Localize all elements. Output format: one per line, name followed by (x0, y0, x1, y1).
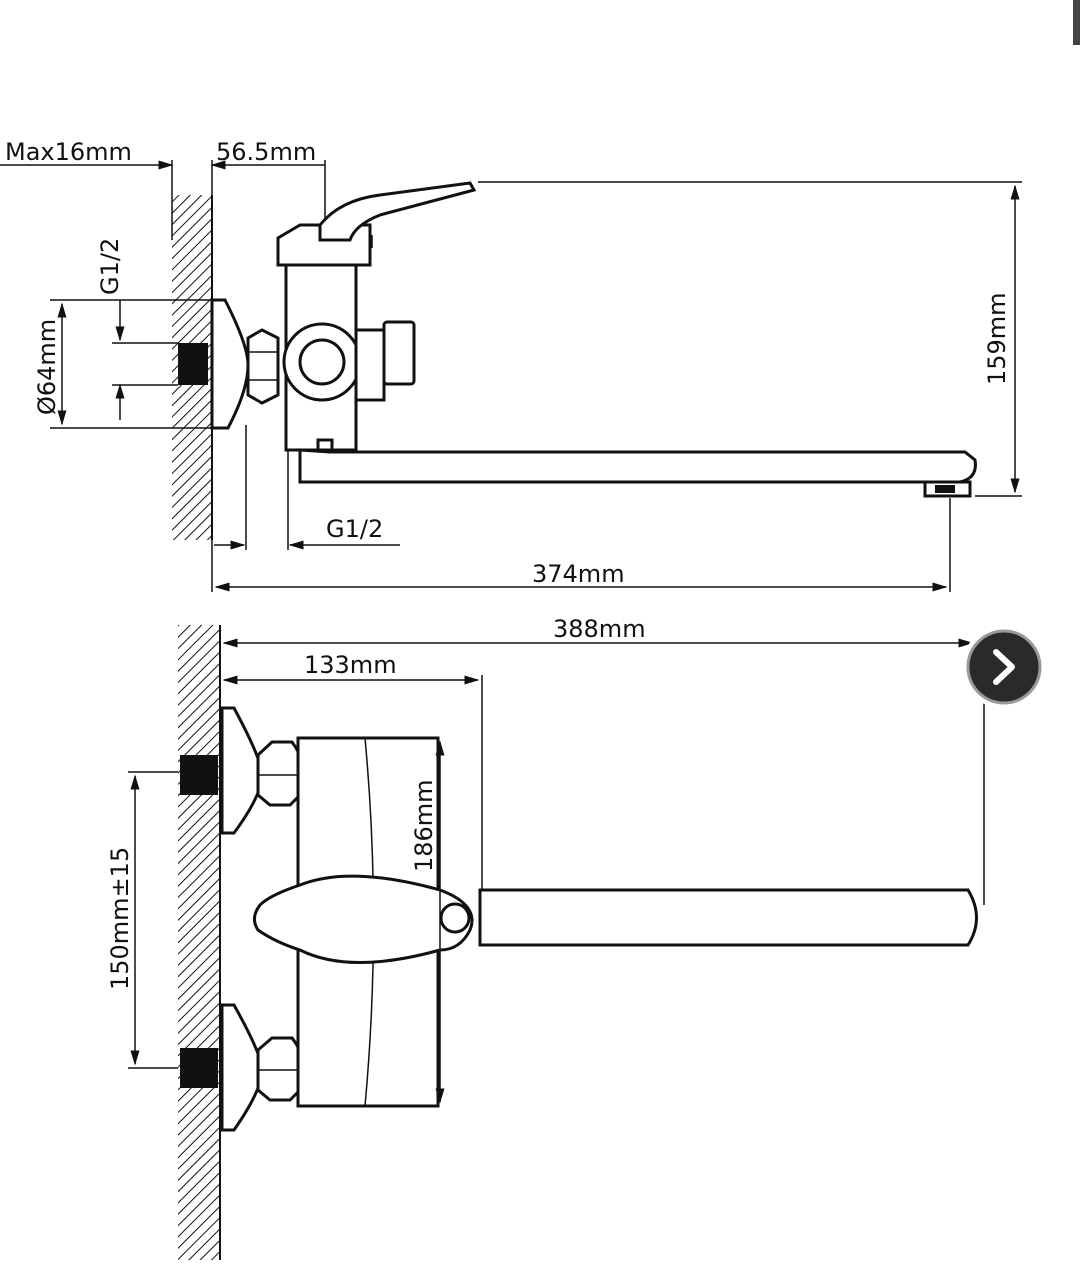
diverter-base (354, 328, 386, 402)
offset-label: 56.5mm (216, 138, 316, 166)
diverter-knob (382, 320, 416, 386)
spout-length-label: 374mm (532, 560, 625, 588)
handle-pivot (439, 902, 471, 934)
handle-lever (318, 181, 477, 242)
escutcheon-top (220, 706, 264, 835)
spout-collar (316, 438, 334, 452)
scrollbar-thumb[interactable] (1073, 0, 1080, 45)
wall-hatch-top (178, 625, 220, 1260)
thread-bottom-label: G1/2 (326, 515, 383, 543)
inlet-thread (178, 343, 208, 385)
body-depth-label: 133mm (304, 651, 397, 679)
inlet-ring-inner (298, 338, 346, 386)
centers-label: 150mm±15 (106, 847, 134, 990)
inlet-top (180, 755, 218, 795)
side-view: Max16mm 56.5mm G1/2 Ø64mm (0, 138, 1022, 592)
max-wall-label: Max16mm (5, 138, 132, 166)
chevron-right-icon (993, 649, 1015, 685)
diameter-label: Ø64mm (33, 319, 61, 415)
height-label: 159mm (983, 292, 1011, 385)
escutcheon (210, 298, 250, 430)
escutcheon-bottom (220, 1003, 264, 1132)
spout-top (478, 888, 978, 947)
spout (298, 448, 977, 484)
body-width-label: 186mm (410, 779, 438, 872)
thread-left-label: G1/2 (96, 238, 124, 295)
next-image-button[interactable] (962, 625, 1046, 709)
top-view: 388mm 133mm 186mm 150mm±15 (106, 615, 985, 1260)
total-length-label: 388mm (553, 615, 646, 643)
handle-top (253, 874, 474, 964)
inlet-bottom (180, 1048, 218, 1088)
hex-nut (246, 328, 280, 405)
